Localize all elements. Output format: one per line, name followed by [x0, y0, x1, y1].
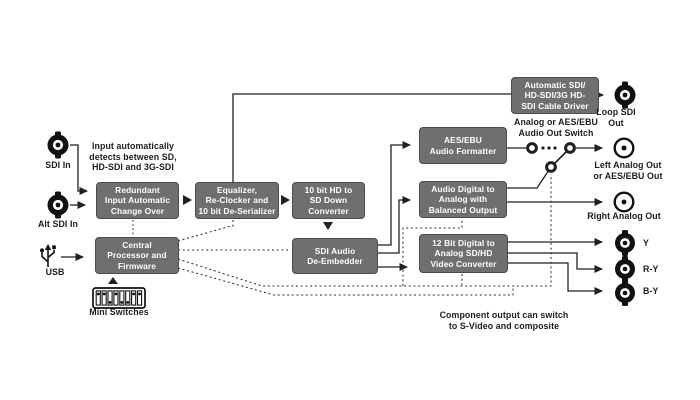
label-by-out: B-Y: [643, 286, 659, 296]
control-lines: [132, 174, 552, 296]
label-y-out: Y: [643, 238, 649, 248]
mini-switches-icon: [92, 287, 146, 309]
audio-out-switch: [526, 142, 576, 173]
bnc-by-out-icon: [615, 280, 635, 306]
block-cable-driver: Automatic SDI/ HD-SDI/3G HD- SDI Cable D…: [511, 77, 599, 114]
signal-lines: [61, 91, 604, 295]
note-audio-out-switch: Analog or AES/EBU Audio Out Switch: [514, 117, 598, 138]
label-left-analog-out: Left Analog Out or AES/EBU Out: [593, 160, 663, 181]
block-aes-ebu-formatter: AES/EBU Audio Formatter: [419, 127, 507, 164]
label-right-analog-out: Right Analog Out: [587, 211, 661, 221]
note-input-detect: Input automatically detects between SD, …: [89, 141, 177, 173]
label-alt-sdi-in: Alt SDI In: [37, 219, 79, 229]
label-loop-sdi-out: Loop SDI Out: [596, 107, 636, 128]
block-audio-dac: Audio Digital to Analog with Balanced Ou…: [419, 181, 507, 218]
rca-left-analog-out-icon: [613, 137, 635, 159]
block-arrows: [108, 195, 333, 284]
switch-contact-aes: [526, 142, 538, 154]
block-video-dac: 12 Bit Digital to Analog SD/HD Video Con…: [419, 234, 508, 273]
bnc-y-out-icon: [615, 230, 635, 256]
usb-icon: [40, 244, 56, 267]
block-equalizer: Equalizer, Re-Clocker and 10 bit De-Seri…: [195, 182, 279, 219]
label-ry-out: R-Y: [643, 264, 659, 274]
bnc-alt-sdi-in-icon: [47, 191, 69, 219]
label-usb: USB: [45, 267, 65, 277]
switch-gap-dots: [541, 146, 557, 150]
switch-contact-out: [564, 142, 576, 154]
switch-lever: [553, 150, 568, 165]
block-central-processor: Central Processor and Firmware: [95, 237, 179, 274]
note-component-switch: Component output can switch to S-Video a…: [439, 310, 569, 331]
label-sdi-in: SDI In: [45, 160, 71, 170]
block-redundant-input: Redundant Input Automatic Change Over: [96, 182, 179, 219]
block-down-converter: 10 bit HD to SD Down Converter: [292, 182, 365, 219]
block-de-embedder: SDI Audio De-Embedder: [292, 238, 378, 274]
bnc-loop-sdi-out-icon: [614, 81, 636, 109]
switch-contact-analog: [545, 161, 557, 173]
bnc-ry-out-icon: [615, 256, 635, 282]
label-mini-switches: Mini Switches: [89, 307, 149, 317]
rca-right-analog-out-icon: [613, 191, 635, 213]
bnc-sdi-in-icon: [47, 131, 69, 159]
